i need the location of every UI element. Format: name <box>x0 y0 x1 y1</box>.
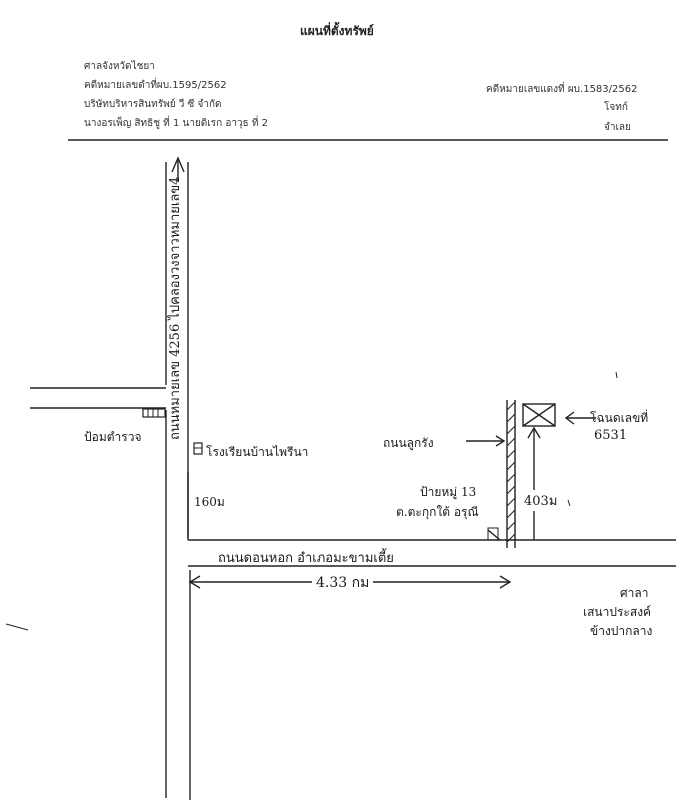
shrine-label-3: ข้างปากลาง <box>590 624 653 638</box>
distance-403m: 403ม <box>524 490 558 511</box>
deed-label-line-1: โฉนดเลขที่ <box>590 411 649 425</box>
village-sign-label-2: ต.ตะกุกใต้ อรุณี <box>396 505 479 519</box>
school-label: โรงเรียนบ้านไพรีนา <box>206 445 309 459</box>
vertical-road-label: ถนนหมายเลข 4256 ไปคลองวงจาวหมายเลข4 <box>168 176 183 440</box>
plaintiff-label: โจทก์ <box>604 102 628 113</box>
shrine-label-1: ศาลา <box>620 586 649 600</box>
plaintiff-company: บริษัทบริหารสินทรัพย์ วี ซี จำกัด <box>84 99 222 110</box>
police-box-icon <box>142 408 166 418</box>
village-sign-label-1: ป้ายหมู่ 13 <box>420 485 477 499</box>
black-case-number: คดีหมายเลขดำที่ผบ.1595/2562 <box>84 80 227 91</box>
shrine-label-2: เสนาประสงค์ <box>583 605 652 619</box>
defendant-label: จำเลย <box>604 122 631 133</box>
court-name: ศาลจังหวัดไชยา <box>84 61 155 72</box>
distance-160m: 160ม <box>194 495 225 509</box>
dirt-road-hatching <box>506 401 516 543</box>
distance-4-33-km: 4.33 กม <box>312 572 374 594</box>
defendants-names: นางอรเพ็ญ สิทธิชู ที่ 1 นายดิเรก อาวุธ ท… <box>84 118 268 129</box>
school-icon <box>193 442 203 455</box>
dirt-road-label: ถนนลูกรัง <box>383 436 434 450</box>
page-title: แผนที่ตั้งทรัพย์ <box>300 24 374 38</box>
horizontal-road-label: ถนนดอนหอก อำเภอมะขามเตี้ย <box>218 551 394 566</box>
red-case-number: คดีหมายเลขแดงที่ ผบ.1583/2562 <box>486 84 638 95</box>
deed-parcel-box <box>522 403 556 427</box>
police-box-label: ป้อมตำรวจ <box>84 430 142 444</box>
deed-label-line-2: 6531 <box>594 428 628 443</box>
